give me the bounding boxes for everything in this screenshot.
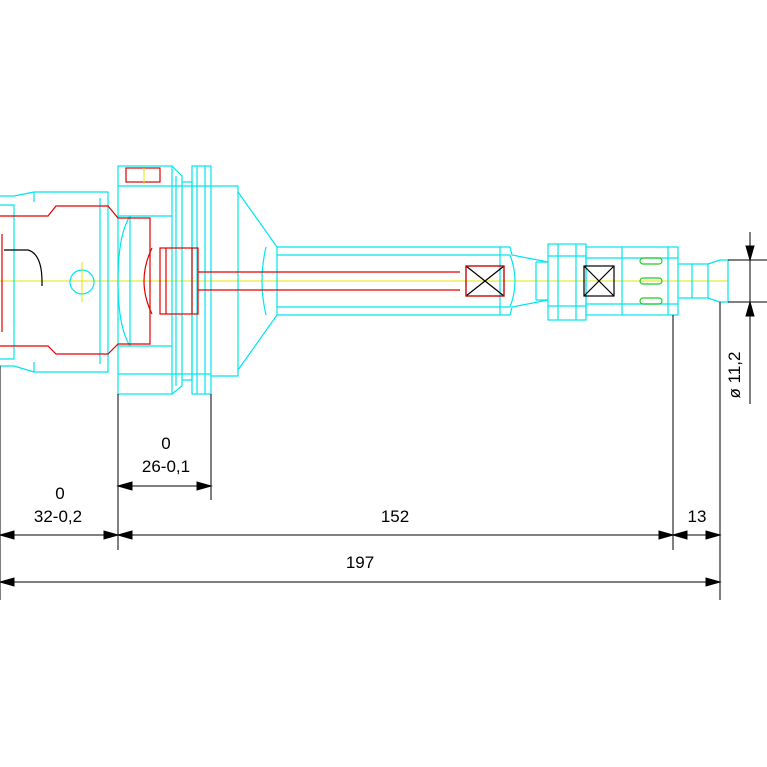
dim-tip-length: 13 <box>688 507 707 526</box>
collet-slots <box>639 257 663 305</box>
dimension-labels: 0 26-0,1 0 32-0,2 152 13 197 ø 11,2 <box>34 352 744 572</box>
dim-shank-lower: 32-0,2 <box>34 507 82 526</box>
dimension-lines <box>0 232 767 600</box>
flat-marks <box>465 265 615 297</box>
center-marks <box>81 168 145 302</box>
dim-collar-upper: 0 <box>161 434 170 453</box>
tool-outline <box>0 165 729 395</box>
dim-overall-length: 197 <box>346 553 374 572</box>
dim-tip-diameter: ø 11,2 <box>725 352 744 399</box>
dim-collar-lower: 26-0,1 <box>142 457 190 476</box>
dim-shank-upper: 0 <box>55 484 64 503</box>
section-lines <box>0 167 460 355</box>
shank-hook <box>4 249 95 295</box>
dim-body-length: 152 <box>381 507 409 526</box>
